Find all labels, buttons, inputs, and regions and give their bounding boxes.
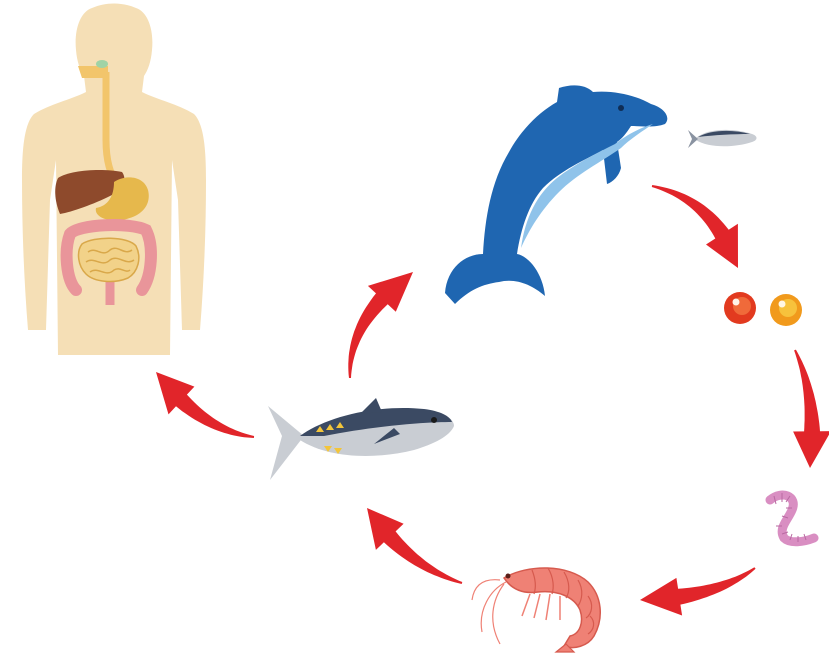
arrow-eggs-to-larva [793,350,829,468]
arrow-tuna-to-dolphin [348,272,413,378]
arrow-shrimp-to-tuna [367,508,462,584]
arrow-larva-to-shrimp [640,567,756,615]
arrow-dolphin-to-eggs [652,185,738,268]
arrow-tuna-to-human [156,372,254,438]
